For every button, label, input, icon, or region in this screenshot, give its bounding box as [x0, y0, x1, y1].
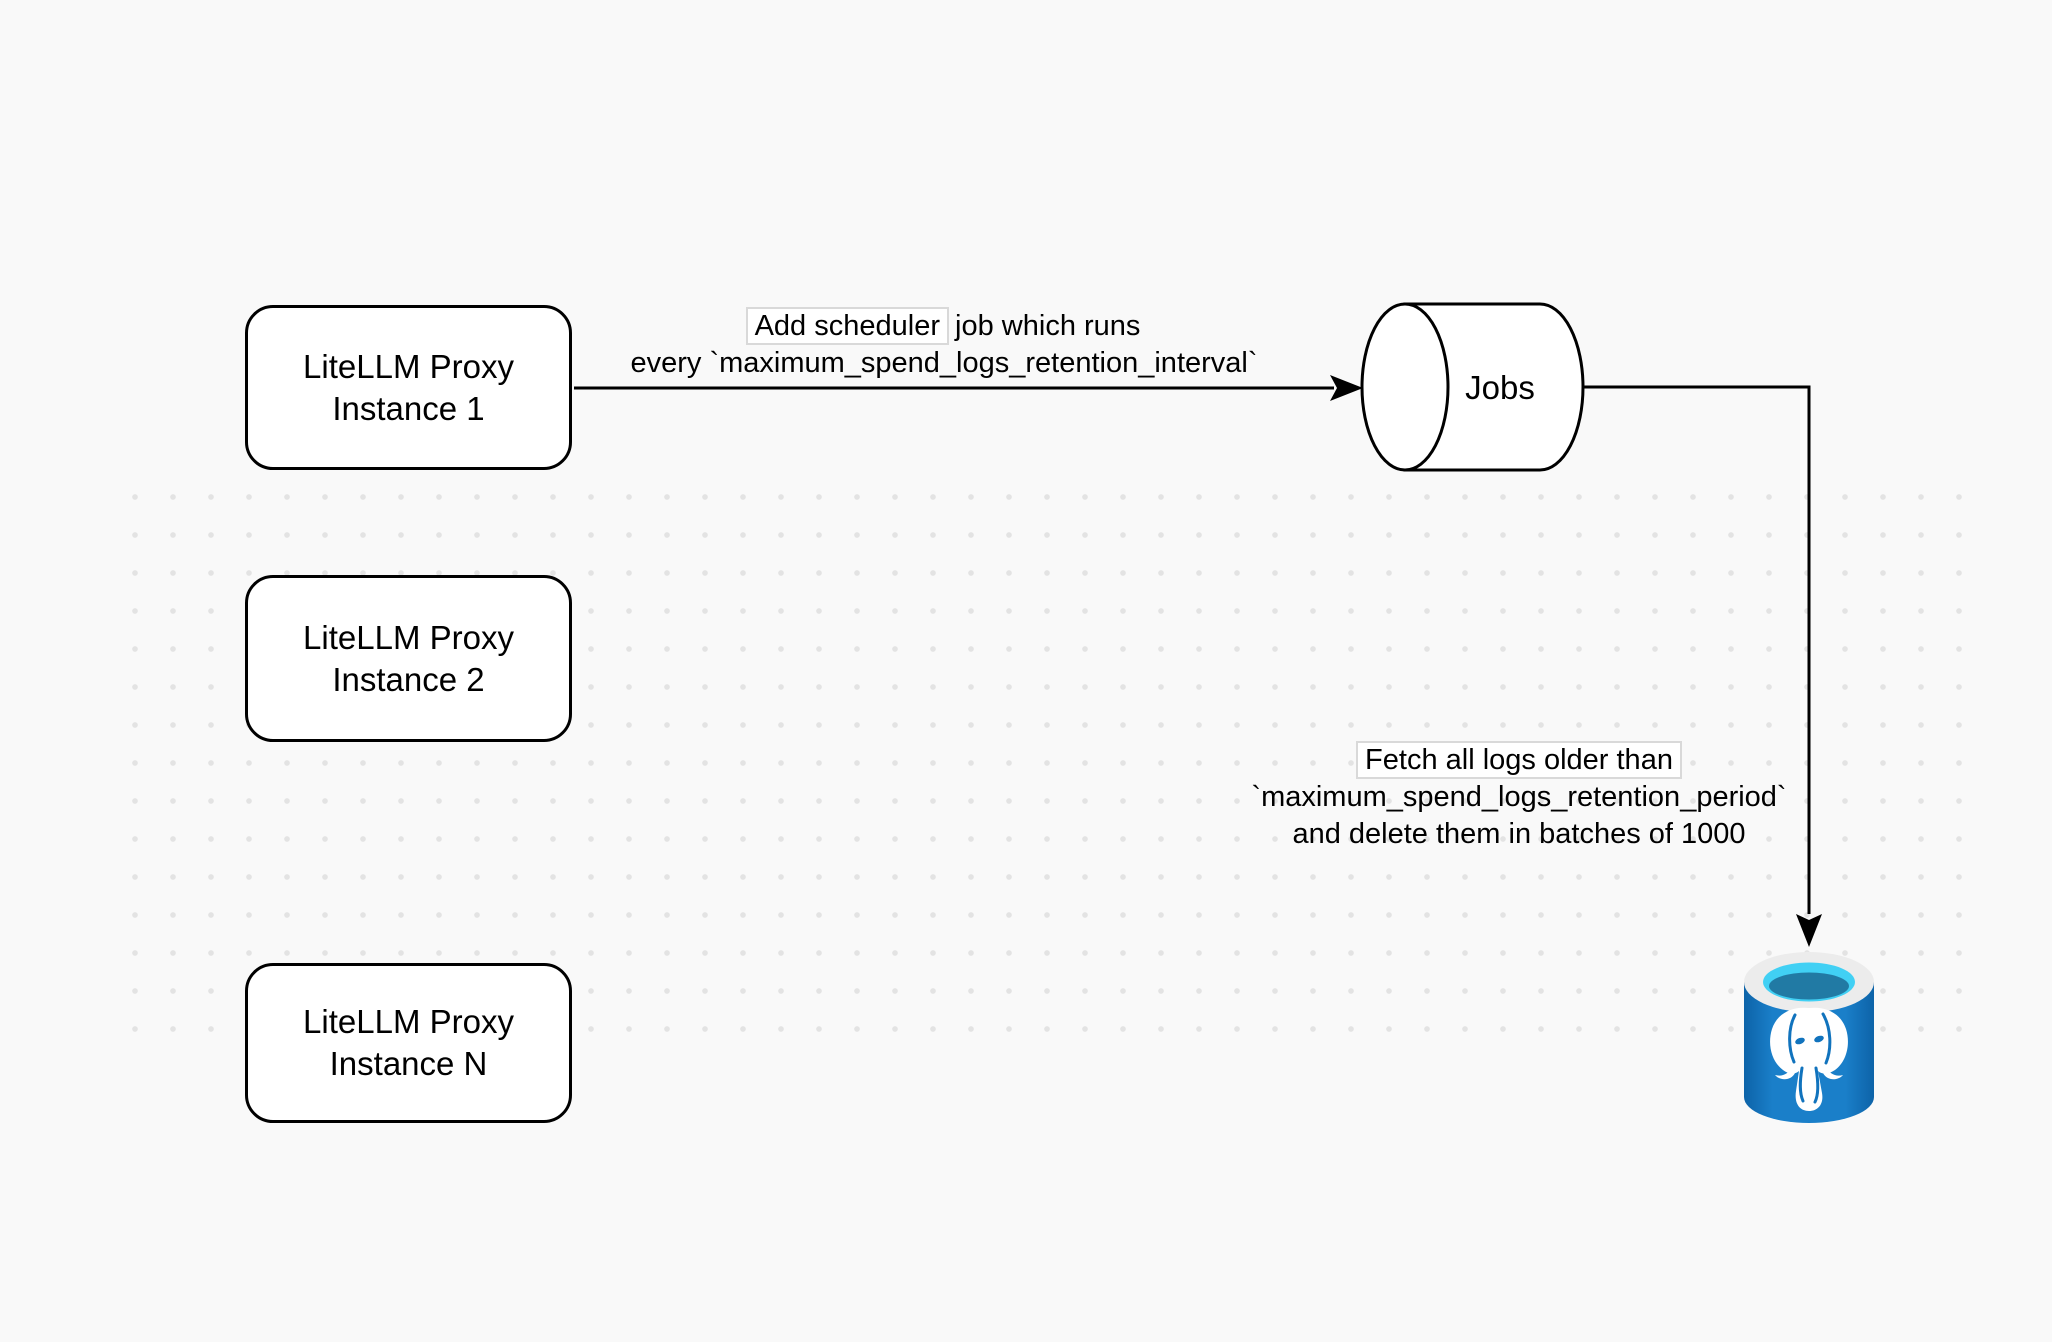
label-highlight-box: Fetch all logs older than — [1358, 743, 1680, 777]
node-label-line: LiteLLM Proxy — [303, 1003, 514, 1040]
elephant-tusk — [1775, 1066, 1795, 1080]
elephant-trunk-line — [1813, 1066, 1820, 1104]
elephant-eye — [1814, 1035, 1824, 1043]
elephant-tusk — [1823, 1066, 1843, 1080]
cylinder-face — [1360, 302, 1450, 472]
edge-label-line: Fetch all logs older than — [1199, 742, 1839, 779]
cylinder-inner-shadow — [1769, 972, 1849, 1000]
label-highlight-box: Add scheduler — [747, 309, 947, 343]
elephant-ear-line — [1788, 1013, 1797, 1064]
node-litellm-proxy-instance-2: LiteLLM Proxy Instance 2 — [245, 575, 572, 742]
edge-label-line: and delete them in batches of 1000 — [1292, 818, 1746, 850]
postgres-elephant-icon — [1770, 1007, 1848, 1111]
elephant-ear-line — [1821, 1012, 1832, 1065]
node-label-line: Instance 1 — [332, 389, 485, 427]
arrowhead-icon — [1330, 375, 1363, 401]
elephant-eye — [1795, 1037, 1805, 1045]
arrowhead-icon — [1796, 914, 1822, 947]
connector-line — [1583, 385, 1811, 914]
edge-label-line: Add scheduler job which runs — [584, 308, 1304, 345]
edge-label-line: every `maximum_spend_logs_retention_inte… — [630, 347, 1258, 379]
edge-scheduler — [574, 375, 1363, 401]
node-jobs-cylinder: Jobs — [1360, 302, 1585, 472]
node-label-line: Instance N — [329, 1045, 488, 1082]
node-litellm-proxy-instance-1: LiteLLM Proxy Instance 1 — [245, 305, 572, 470]
cylinder-body — [1403, 302, 1585, 472]
edge-fetch — [1583, 385, 1822, 947]
node-label-line: Instance 2 — [332, 660, 485, 698]
node-label-line: LiteLLM Proxy — [303, 347, 514, 385]
postgresql-database-icon — [1744, 952, 1874, 1123]
jobs-label: Jobs — [1465, 369, 1535, 406]
node-label-line: LiteLLM Proxy — [303, 618, 514, 656]
edge-label-line: `maximum_spend_logs_retention_period` — [1251, 781, 1787, 813]
edge-label-text: job which runs — [946, 310, 1141, 342]
edge-label-fetch: Fetch all logs older than `maximum_spend… — [1199, 742, 1839, 853]
node-litellm-proxy-instance-n: LiteLLM Proxy Instance N — [245, 963, 572, 1123]
edge-label-scheduler: Add scheduler job which runs every `maxi… — [584, 308, 1304, 382]
elephant-trunk-line — [1798, 1066, 1805, 1103]
